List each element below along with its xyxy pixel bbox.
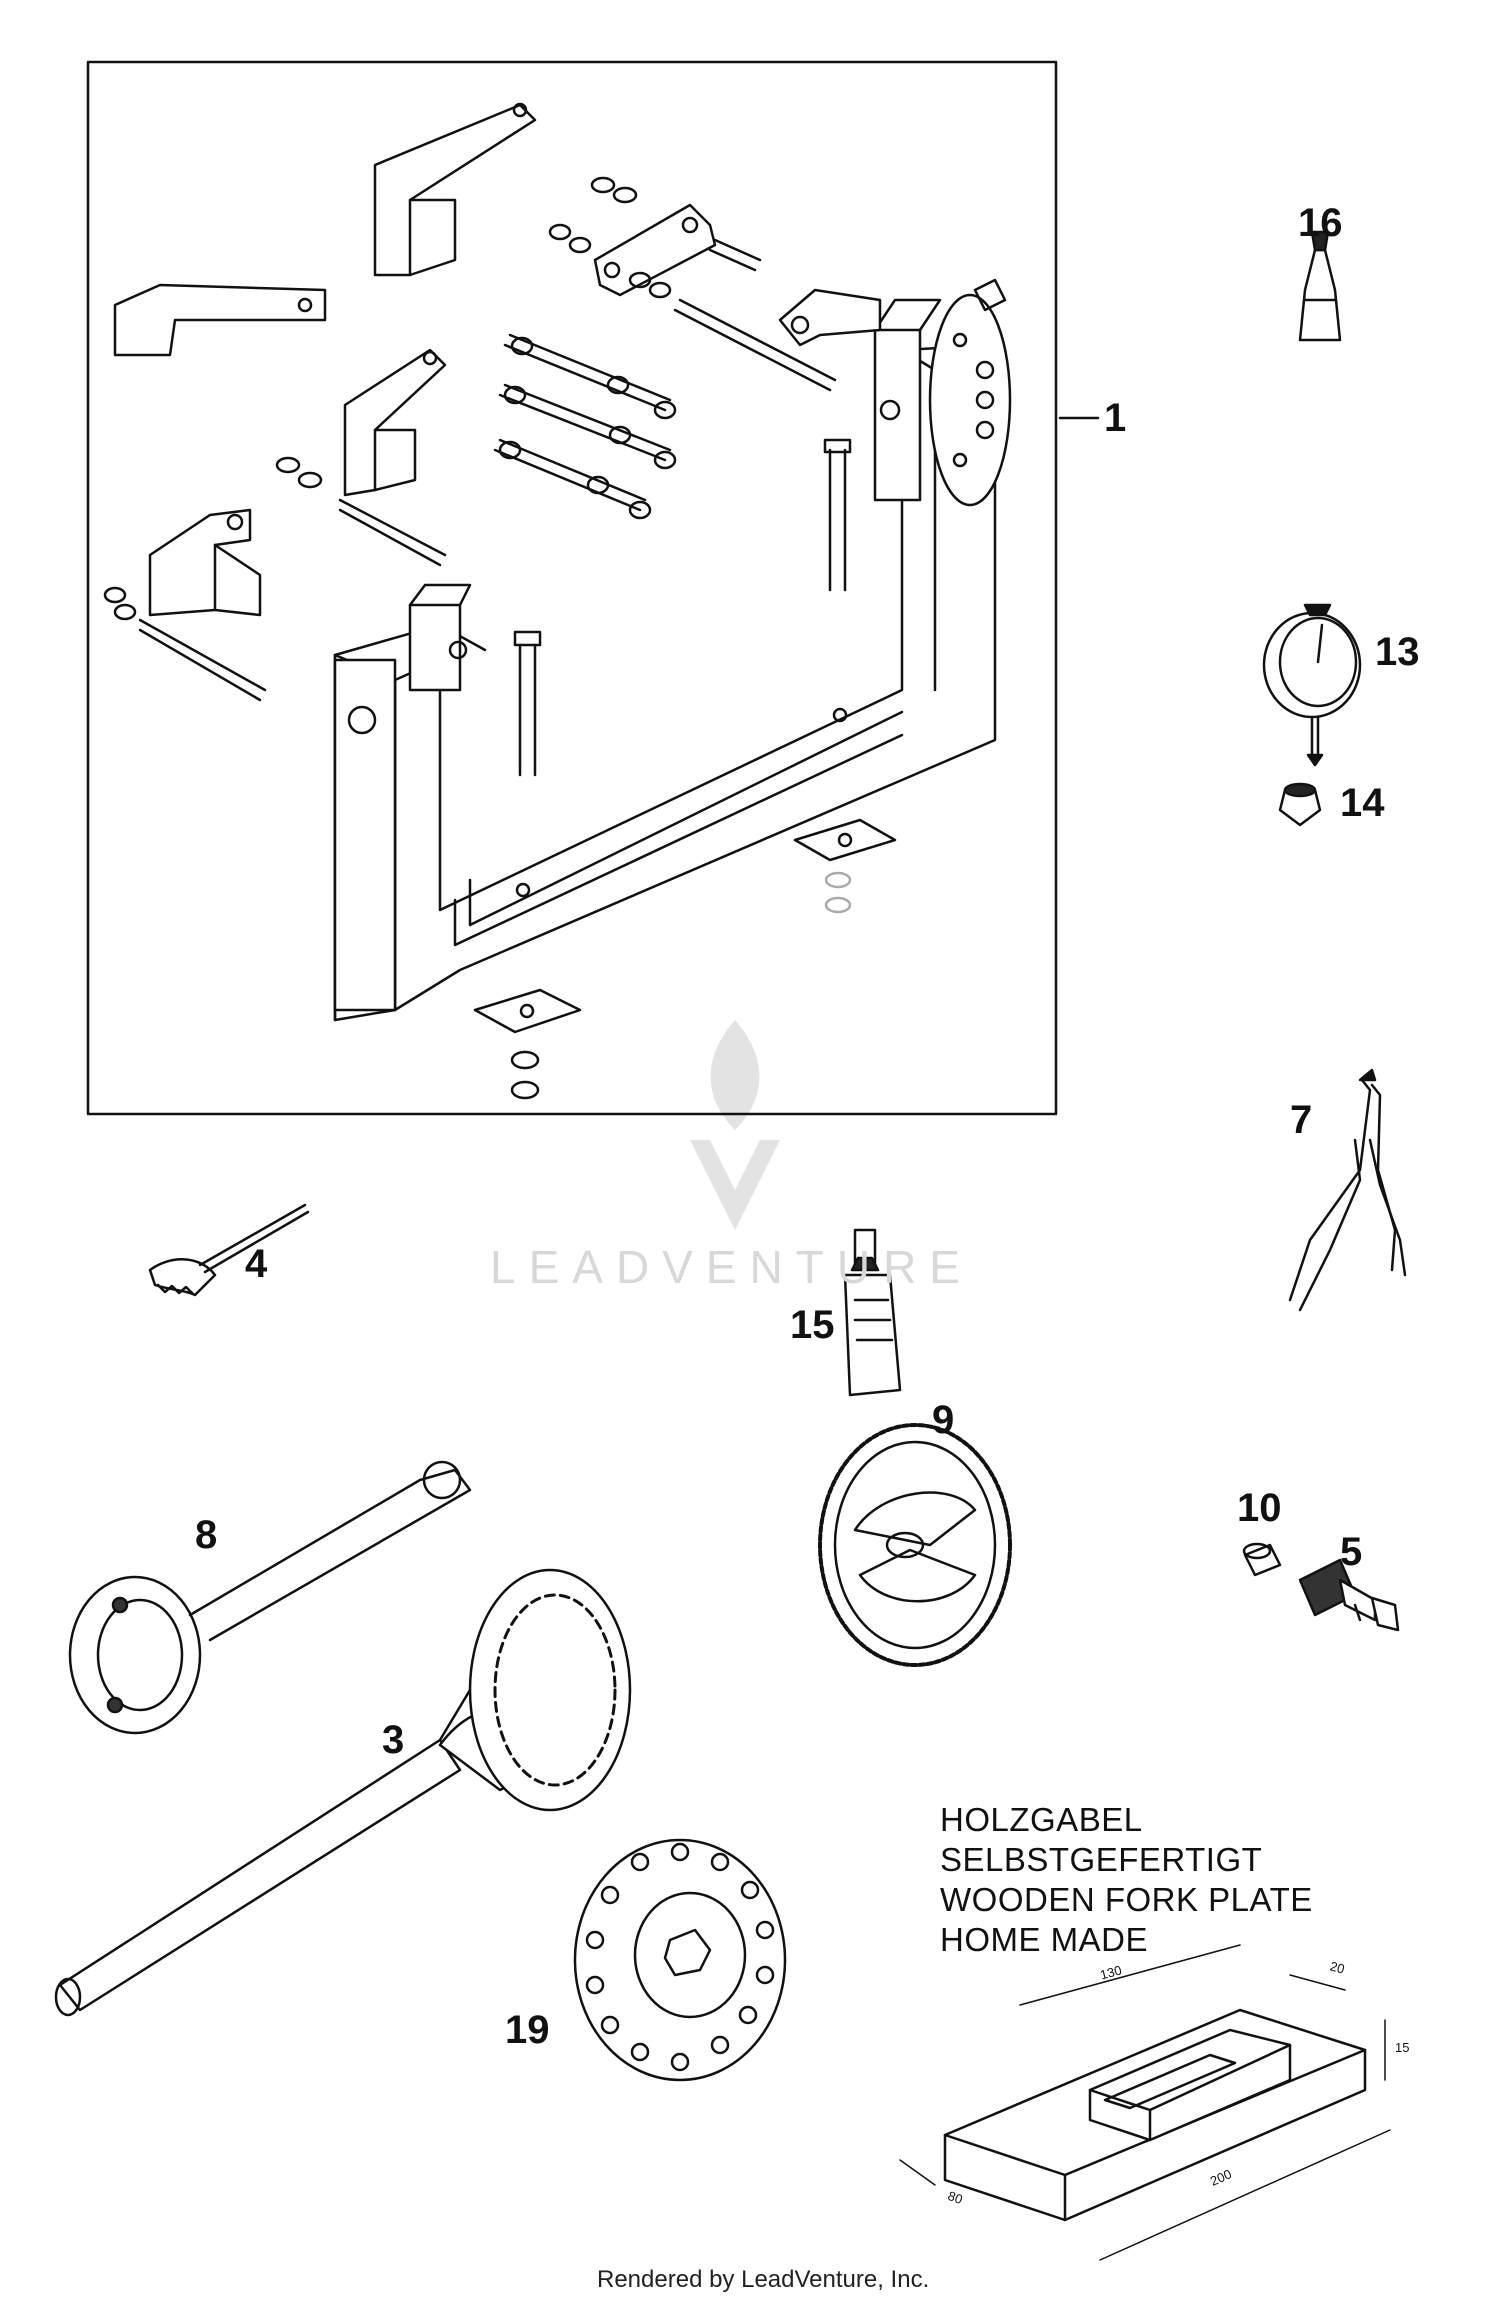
- ignition-disc-9: [818, 1423, 1012, 1667]
- callout-1[interactable]: 1: [1104, 396, 1127, 440]
- callout-13[interactable]: 13: [1375, 630, 1420, 674]
- note-line-1: HOLZGABEL: [940, 1801, 1143, 1838]
- sleeve-10: [1242, 1542, 1282, 1577]
- watermark-text: LEADVENTURE: [490, 1241, 973, 1293]
- spark-plug-tool-4: [148, 1203, 310, 1297]
- callout-14[interactable]: 14: [1340, 781, 1385, 825]
- circlip-pliers-7: [1288, 1068, 1407, 1312]
- callout-8[interactable]: 8: [195, 1513, 218, 1557]
- clutch-holder-3: [54, 1568, 632, 2017]
- note-line-2: SELBSTGEFERTIGT: [940, 1841, 1263, 1878]
- wooden-fork-plate-drawing: [899, 1944, 1391, 2261]
- callout-5[interactable]: 5: [1340, 1530, 1363, 1574]
- footer-credit: Rendered by LeadVenture, Inc.: [597, 2266, 930, 2293]
- watermark-logo-icon: [690, 1020, 780, 1230]
- callout-15[interactable]: 15: [790, 1303, 835, 1347]
- callout-4[interactable]: 4: [245, 1242, 268, 1286]
- note-line-3: WOODEN FORK PLATE: [940, 1881, 1313, 1918]
- engine-stand-drawing: [103, 102, 1012, 1100]
- puller-bolt-5: [1298, 1558, 1400, 1632]
- rotor-puller-19: [573, 1838, 787, 2082]
- note-line-4: HOME MADE: [940, 1921, 1149, 1958]
- threadlock-bottle-16: [1298, 230, 1342, 342]
- dimension-15: 15: [1395, 2040, 1410, 2055]
- dial-gauge-13: [1262, 603, 1362, 767]
- callout-9[interactable]: 9: [932, 1398, 955, 1442]
- callout-16[interactable]: 16: [1298, 201, 1343, 245]
- callout-7[interactable]: 7: [1290, 1098, 1313, 1142]
- stand-frame-box: [86, 60, 1058, 1116]
- gauge-adapter-14: [1278, 782, 1322, 827]
- loctite-tube-15: [843, 1228, 902, 1397]
- callout-19[interactable]: 19: [505, 2008, 550, 2052]
- callout-3[interactable]: 3: [382, 1718, 405, 1762]
- callout-10[interactable]: 10: [1237, 1486, 1282, 1530]
- hook-wrench-8: [68, 1460, 472, 1735]
